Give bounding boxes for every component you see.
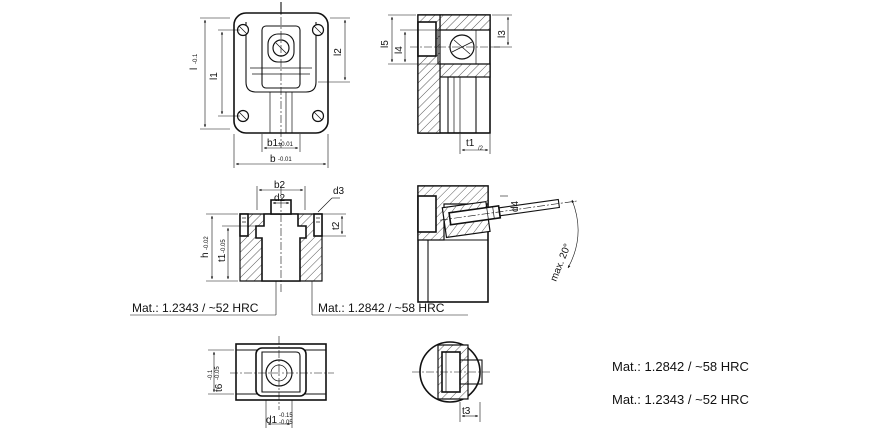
material-label-left: Mat.: 1.2343 / ~52 HRC [132,301,259,315]
dim-l1: l1 [209,72,220,80]
dim-t1: t1 [217,253,228,262]
material-legend-1: Mat.: 1.2842 / ~58 HRC [612,359,749,374]
dim-l4: l4 [394,46,405,54]
view-top-side: l5 l4 l3 t1 /2 [380,14,512,154]
dim-b2: b2 [274,180,286,191]
dim-t6-tol-hi: -0.1 [208,369,214,380]
dim-b1-tol: ±0.01 [278,142,294,148]
dim-l2: l2 [333,48,344,56]
dim-d3: d3 [333,186,345,197]
view-middle-front: b2 d2 d3 t2 h -0.02 t1 -0.05 Mat.: 1.234… [130,180,468,316]
view-top-front: l -0.1 l1 l2 b1 ±0.01 b -0.01 [189,2,350,168]
dim-d4: d4 [510,200,521,212]
dim-l5: l5 [380,40,391,48]
view-middle-side: d4 max. 20° [417,185,579,303]
dim-h: h [200,252,211,258]
dim-t6: t6 [214,383,225,392]
dim-t2: t2 [331,221,342,230]
dim-d1-tol-lo: -0.05 [279,420,293,426]
dim-b1: b1 [267,138,279,149]
dim-d1: d1 [266,415,278,426]
material-legend-2: Mat.: 1.2343 / ~52 HRC [612,392,749,407]
material-label-right: Mat.: 1.2842 / ~58 HRC [318,301,445,315]
dim-d2: d2 [274,193,286,204]
view-bottom-round: t3 [412,341,490,422]
dim-d1-tol-hi: -0.15 [279,413,293,419]
dim-l-tol: -0.1 [193,53,199,64]
dim-t1-tol: -0.05 [221,239,227,253]
dim-t6-tol-lo: -0.05 [215,366,221,380]
view-bottom-front: t6 -0.1 -0.05 d1 -0.15 -0.05 [208,336,334,428]
dim-t3: t3 [462,406,471,417]
dim-b: b [270,154,276,165]
dim-h-tol: -0.02 [204,236,210,250]
dim-t1-half-sub: /2 [478,146,484,152]
dim-angle: max. 20° [549,242,574,283]
dim-l3: l3 [497,30,508,38]
dim-b-tol: -0.01 [278,157,292,163]
dim-t1-half: t1 [466,138,475,149]
dim-l: l [189,68,200,70]
